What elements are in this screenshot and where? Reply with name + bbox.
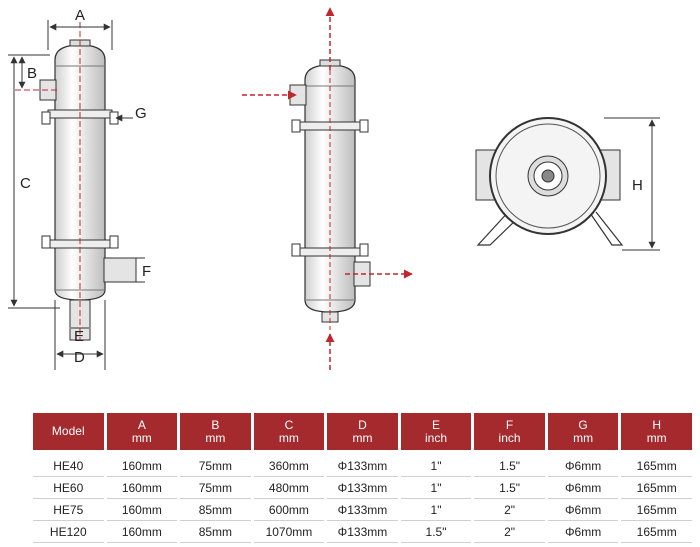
table-cell: 2" bbox=[474, 499, 545, 521]
table-cell: 160mm bbox=[106, 499, 178, 521]
table-cell: 600mm bbox=[253, 499, 325, 521]
table-cell: Φ6mm bbox=[547, 477, 619, 499]
table-cell: 1" bbox=[400, 455, 472, 477]
table-cell: Φ6mm bbox=[547, 499, 619, 521]
label-d: D bbox=[74, 349, 85, 366]
column-header-unit: mm bbox=[205, 430, 226, 445]
table-cell: Φ133mm bbox=[327, 499, 398, 521]
column-header-label: Model bbox=[51, 424, 85, 438]
table-cell: 165mm bbox=[621, 455, 692, 477]
support-legs bbox=[476, 209, 624, 246]
label-c: C bbox=[20, 175, 31, 192]
front-view-flow bbox=[242, 7, 413, 370]
column-header-unit: mm bbox=[573, 430, 594, 445]
table-cell: HE120 bbox=[33, 521, 104, 543]
table-cell: 480mm bbox=[253, 477, 325, 499]
table-cell: 160mm bbox=[106, 477, 178, 499]
table-cell: 160mm bbox=[106, 455, 178, 477]
column-header-unit: inch bbox=[498, 430, 521, 445]
table-cell: Φ133mm bbox=[327, 455, 398, 477]
table-cell: 75mm bbox=[180, 477, 251, 499]
column-header-label: G bbox=[578, 417, 588, 432]
table-cell: 1" bbox=[400, 499, 472, 521]
table-cell: 85mm bbox=[180, 521, 251, 543]
table-cell: 1.5" bbox=[400, 521, 472, 543]
column-header: Model bbox=[33, 413, 104, 450]
column-header-unit: mm bbox=[131, 430, 152, 445]
table-cell: 1070mm bbox=[253, 521, 325, 543]
table-cell: Φ133mm bbox=[327, 477, 398, 499]
table-cell: Φ6mm bbox=[547, 455, 619, 477]
table-cell: 1.5" bbox=[474, 455, 545, 477]
table-cell: 2" bbox=[474, 521, 545, 543]
table-cell: HE40 bbox=[33, 455, 104, 477]
table-cell: 360mm bbox=[253, 455, 325, 477]
column-header-label: F bbox=[505, 417, 514, 432]
table-cell: Φ133mm bbox=[327, 521, 398, 543]
label-g: G bbox=[135, 105, 147, 122]
technical-drawing: A B C G F E D bbox=[8, 7, 660, 370]
table-cell: 75mm bbox=[180, 455, 251, 477]
column-header-label: E bbox=[432, 417, 441, 432]
table-cell: 1.5" bbox=[474, 477, 545, 499]
column-header-label: B bbox=[211, 417, 220, 432]
table-cell: 1" bbox=[400, 477, 472, 499]
column-header-unit: mm bbox=[352, 430, 373, 445]
table-cell: HE60 bbox=[33, 477, 104, 499]
label-h: H bbox=[632, 177, 643, 194]
label-b: B bbox=[27, 65, 37, 82]
table-cell: HE75 bbox=[33, 499, 104, 521]
label-e: E bbox=[74, 328, 84, 345]
label-a: A bbox=[75, 7, 85, 24]
column-header-label: A bbox=[137, 417, 146, 432]
front-view-dimensioned: A B C G F E D bbox=[8, 7, 151, 370]
table-cell: 165mm bbox=[621, 499, 692, 521]
column-header-unit: mm bbox=[278, 430, 299, 445]
table-cell: 160mm bbox=[106, 521, 178, 543]
column-header-label: H bbox=[652, 417, 662, 432]
top-view: H bbox=[475, 117, 660, 251]
table-cell: 85mm bbox=[180, 499, 251, 521]
column-header-label: D bbox=[358, 417, 367, 432]
label-f: F bbox=[142, 263, 151, 280]
table-cell: Φ6mm bbox=[547, 521, 619, 543]
table-cell: 165mm bbox=[621, 521, 692, 543]
column-header-unit: inch bbox=[425, 430, 448, 445]
column-header-unit: mm bbox=[646, 430, 667, 445]
table-cell: 165mm bbox=[621, 477, 692, 499]
column-header-label: C bbox=[284, 417, 294, 432]
lower-nozzle bbox=[103, 257, 137, 283]
